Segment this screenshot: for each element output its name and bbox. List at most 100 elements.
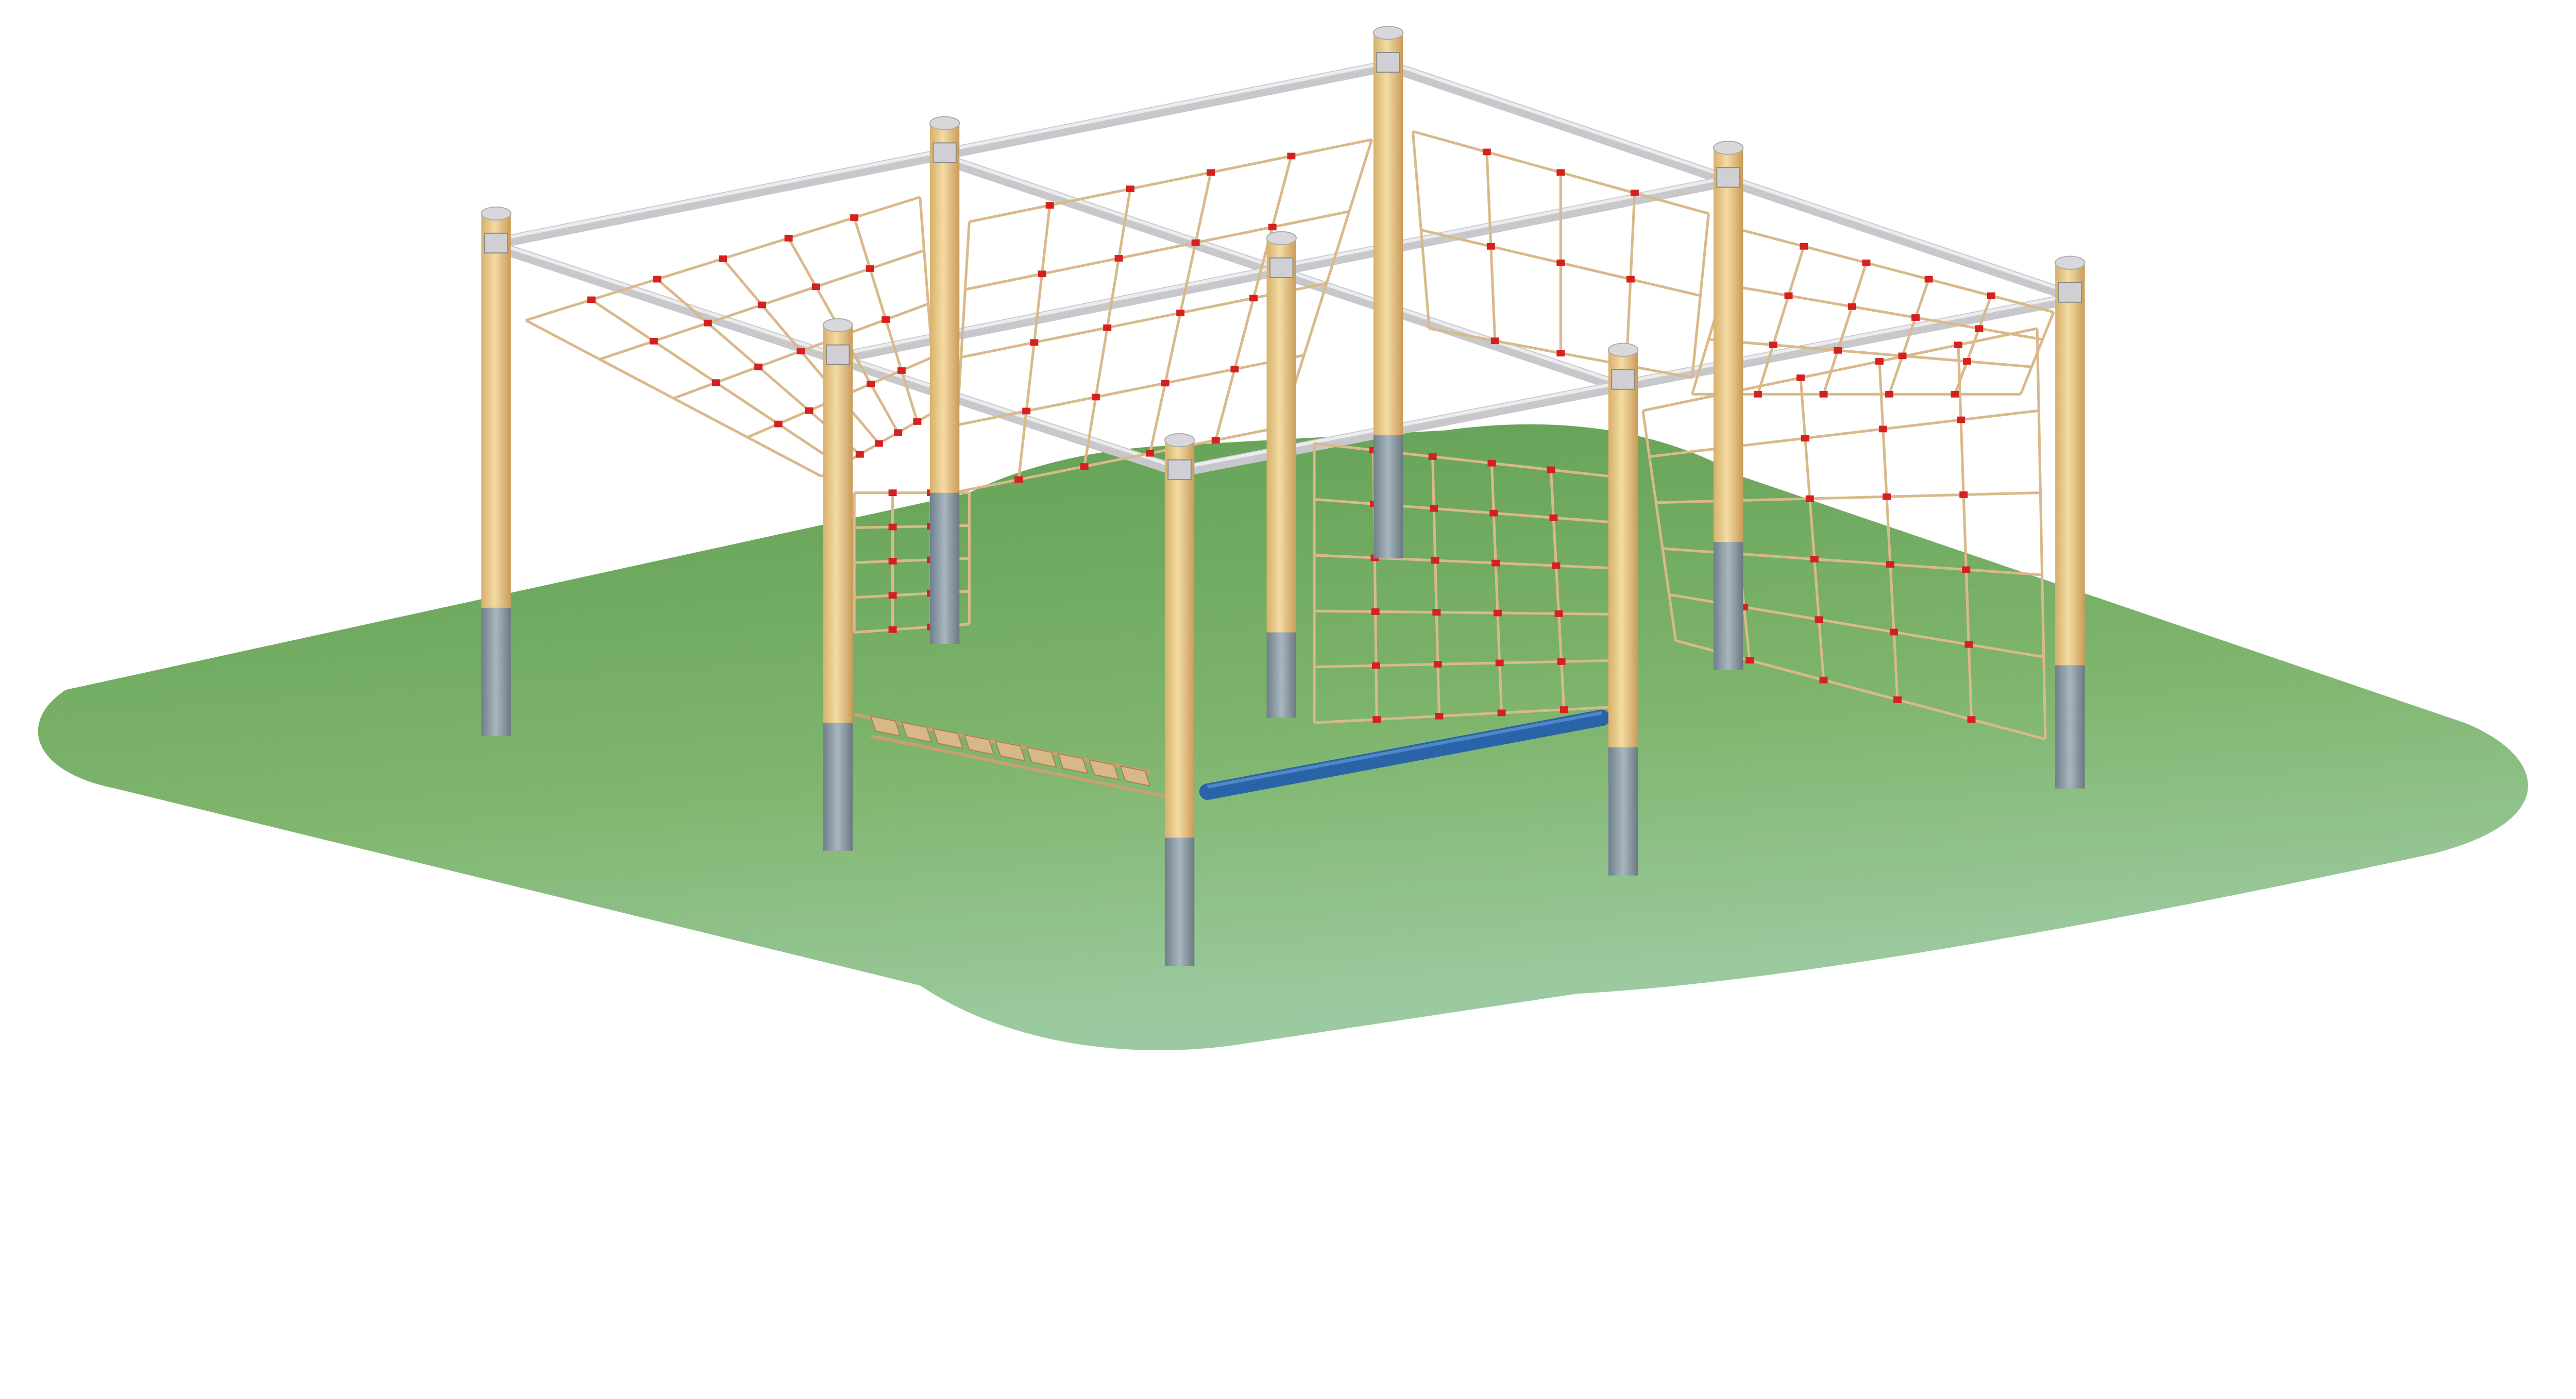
connector	[1207, 169, 1215, 176]
rope	[1314, 659, 1623, 669]
post-wood	[929, 123, 960, 493]
rope	[1314, 609, 1620, 616]
connector	[1819, 390, 1828, 398]
connector	[784, 234, 793, 242]
bridge-plank	[870, 715, 901, 737]
post-wood	[1713, 147, 1743, 542]
connector	[1630, 190, 1639, 197]
grass-ground	[38, 424, 2528, 1051]
galvanized-foot	[1266, 632, 1296, 718]
connector	[1038, 270, 1046, 278]
connector	[1492, 559, 1500, 567]
rope	[956, 354, 1304, 426]
connector	[888, 489, 897, 497]
connector	[1030, 339, 1039, 346]
connector	[1754, 390, 1762, 398]
connector	[796, 348, 805, 354]
rope	[1708, 338, 2032, 368]
connector	[754, 363, 763, 370]
rope	[1888, 279, 1930, 395]
balance-beam-highlight	[1207, 711, 1602, 789]
connector	[1800, 243, 1808, 250]
connector	[875, 440, 883, 447]
rope	[1741, 228, 2054, 314]
connector	[1898, 352, 1907, 360]
balance-beam	[1199, 709, 1610, 800]
connector	[1126, 185, 1134, 193]
connector	[1810, 556, 1819, 562]
post-wood	[481, 213, 511, 608]
connector	[888, 626, 897, 633]
post-cap	[1713, 141, 1744, 155]
connector	[1959, 491, 1968, 498]
bar-clamp	[1376, 52, 1400, 73]
connector	[867, 380, 875, 387]
connector	[805, 407, 814, 414]
connector	[1951, 390, 1959, 398]
connector	[811, 283, 820, 291]
rope	[1314, 498, 1614, 524]
connector	[711, 379, 720, 386]
connector	[719, 255, 727, 262]
connector	[1022, 407, 1031, 415]
bar-clamp	[1269, 257, 1294, 278]
connector	[1114, 255, 1123, 262]
connector	[855, 451, 864, 458]
bridge-plank	[901, 722, 933, 743]
bar-clamp	[933, 142, 957, 163]
rope	[1314, 705, 1627, 724]
rope	[1822, 262, 1868, 395]
connector	[1805, 495, 1814, 502]
connector	[1745, 657, 1754, 664]
post-cap	[822, 318, 853, 333]
connector	[1883, 493, 1891, 500]
connector	[1045, 202, 1054, 209]
galvanized-foot	[929, 492, 960, 644]
connector	[1554, 610, 1563, 617]
connector	[888, 592, 897, 599]
connector	[1924, 276, 1933, 283]
connector	[1987, 292, 1995, 299]
connector	[703, 319, 712, 327]
post-cap	[481, 206, 512, 221]
wooden-post	[929, 116, 960, 644]
connector	[1834, 347, 1842, 354]
rope	[1878, 361, 1899, 700]
connector	[894, 429, 903, 436]
connector	[1890, 628, 1898, 636]
rope	[964, 210, 1350, 291]
connector	[1091, 394, 1100, 401]
connector	[1875, 358, 1884, 365]
connector	[1954, 342, 1962, 349]
rope	[1314, 442, 1611, 478]
rope	[1957, 345, 1973, 720]
connector	[1893, 696, 1902, 703]
connector	[1014, 476, 1023, 483]
connector	[1433, 661, 1442, 668]
connector	[1769, 342, 1777, 349]
wooden-post	[1372, 26, 1404, 559]
connector	[1430, 505, 1438, 512]
posts	[481, 26, 2086, 966]
connector	[888, 558, 897, 565]
galvanized-foot	[1373, 435, 1403, 559]
rope	[1724, 283, 2043, 341]
connector	[1249, 295, 1258, 302]
connector	[1801, 435, 1809, 442]
bar-clamp	[1611, 369, 1635, 390]
bridge-plank	[1057, 753, 1089, 774]
galvanized-foot	[2055, 665, 2085, 789]
connector	[1497, 709, 1506, 716]
connector	[1549, 514, 1558, 521]
connector	[1371, 608, 1380, 615]
connector	[1482, 148, 1491, 156]
connector	[1428, 453, 1437, 460]
bridge-plank	[963, 734, 995, 756]
connector	[1626, 276, 1635, 283]
rope	[1314, 554, 1617, 570]
wooden-post	[1713, 141, 1744, 671]
bar-clamp	[1167, 459, 1192, 481]
connector	[1557, 658, 1566, 665]
rope	[1431, 456, 1440, 716]
connector	[882, 316, 890, 323]
